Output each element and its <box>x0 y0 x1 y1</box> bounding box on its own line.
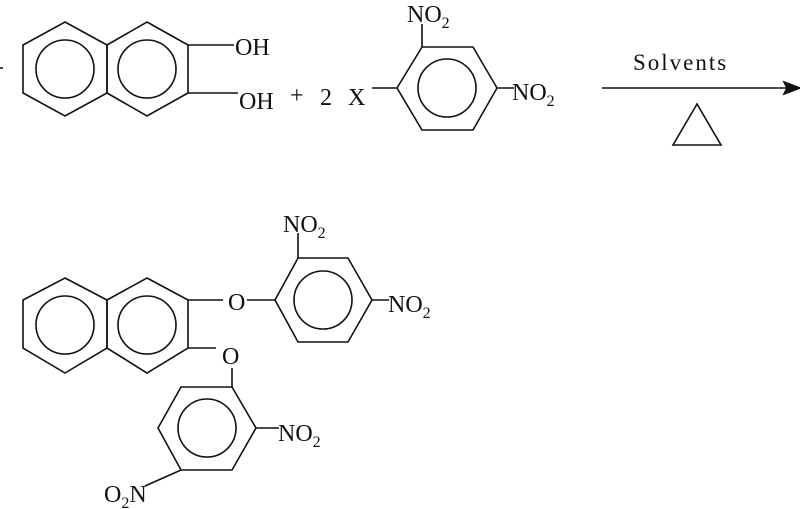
oh-label: OH <box>239 89 274 115</box>
benzene-ring <box>396 46 498 131</box>
nitro-label: NO2 <box>278 421 321 451</box>
aromatic-circle <box>417 58 477 118</box>
oh-label: OH <box>235 35 270 61</box>
reactant-naphthalenediol: OH OH <box>22 21 274 117</box>
aromatic-circle <box>35 295 95 355</box>
solvents-label: Solvents <box>633 50 728 75</box>
reactant-dinitrobenzene: NO2 NO2 <box>372 2 555 131</box>
arrow-head-icon <box>782 80 800 96</box>
aromatic-circle <box>293 270 353 330</box>
nitro-label: NO2 <box>512 80 555 110</box>
nitro-label: NO2 <box>407 2 450 32</box>
coefficient: 2 <box>320 85 332 111</box>
aromatic-circle <box>35 39 95 99</box>
benzene-ring <box>274 257 373 343</box>
heat-triangle-icon <box>671 102 723 146</box>
nitro-label: NO2 <box>388 292 431 322</box>
nitro-label-reversed: O2N <box>104 482 147 509</box>
ether-oxygen-label: O <box>228 290 245 316</box>
nitro-label: NO2 <box>283 212 326 242</box>
leaving-group-x: X <box>348 85 365 111</box>
aromatic-circle <box>177 398 237 458</box>
ether-oxygen-label: O <box>222 344 239 370</box>
bond <box>144 469 182 487</box>
aromatic-circle <box>117 295 177 355</box>
plus-sign: + <box>290 83 304 109</box>
aromatic-circle <box>117 39 177 99</box>
reaction-arrow: Solvents <box>602 50 800 146</box>
product-bis-dinitrophenoxy-naphthalene: O NO2 NO2 O NO2 O2N <box>22 212 431 509</box>
